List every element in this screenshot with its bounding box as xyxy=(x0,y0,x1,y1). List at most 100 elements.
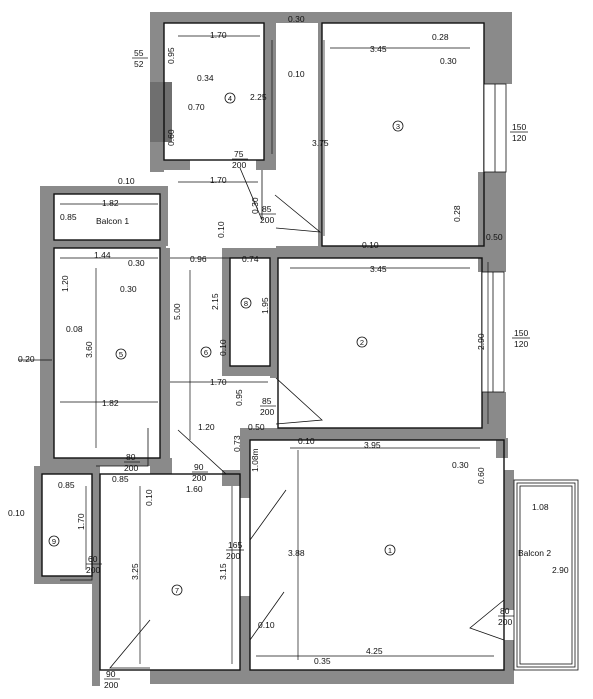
wall-7-top2 xyxy=(222,470,250,486)
dim-label: 3.60 xyxy=(84,341,94,358)
dim-label: 2.90 xyxy=(552,565,569,575)
dim-label: 0.28 xyxy=(432,32,449,42)
dim-label: 0.08 xyxy=(66,324,83,334)
svg-text:75: 75 xyxy=(234,149,244,159)
wall-8-left xyxy=(222,248,230,368)
balcon-1-label: Balcon 1 xyxy=(96,216,129,226)
wall-2-1 xyxy=(240,428,506,440)
svg-text:55: 55 xyxy=(134,48,144,58)
wall-1-right xyxy=(496,438,508,458)
wall-room4-bottom2 xyxy=(256,160,276,170)
wall-8-bottom xyxy=(222,366,278,376)
dim-label: 0.10 xyxy=(216,221,226,238)
dim-label: 1.70 xyxy=(210,377,227,387)
wall-8-right xyxy=(270,248,278,378)
door-balcon2 xyxy=(469,599,505,641)
room-marker-3: 3 xyxy=(392,120,404,132)
dim-label: 0.10 xyxy=(298,436,315,446)
svg-text:7: 7 xyxy=(175,586,179,595)
dim-label: 3.88 xyxy=(288,548,305,558)
svg-text:4: 4 xyxy=(228,94,232,103)
wall-9-top xyxy=(34,466,100,474)
svg-text:85: 85 xyxy=(262,396,272,406)
wall-1-right2 xyxy=(504,470,514,610)
dim-label: 0.10 xyxy=(144,489,154,506)
door-room9 xyxy=(60,530,93,581)
wall-4-3 xyxy=(264,23,276,168)
dimension-lines xyxy=(18,35,494,664)
dim-label: 1.82 xyxy=(102,398,119,408)
dim-label: 1.70 xyxy=(210,30,227,40)
wall-1-right3 xyxy=(504,640,514,680)
dim-label: 3.45 xyxy=(370,44,387,54)
dim-label: 0.10 xyxy=(118,176,135,186)
svg-text:200: 200 xyxy=(86,565,100,575)
dim-label: 2.15 xyxy=(210,293,220,310)
dim-label: 0.70 xyxy=(188,102,205,112)
wall-9-left xyxy=(34,466,42,584)
room-marker-6: 6 xyxy=(200,346,212,358)
room-marker-8: 8 xyxy=(240,297,252,309)
door-room5 xyxy=(96,428,149,467)
dim-label: 4.25 xyxy=(366,646,383,656)
room-marker-7: 7 xyxy=(171,584,183,596)
door-room4 xyxy=(239,167,263,221)
dim-label: 0.30 xyxy=(440,56,457,66)
windows xyxy=(481,83,507,393)
dim-label: 0.30 xyxy=(250,197,260,214)
dim-label: 1.20 xyxy=(60,275,70,292)
wall-1-left-upper xyxy=(240,428,250,498)
dim-label: 3.25 xyxy=(130,563,140,580)
room-marker-2: 2 xyxy=(356,336,368,348)
dim-label: 0.60 xyxy=(476,467,486,484)
dim-label: 3.15 xyxy=(218,563,228,580)
wall-bottom xyxy=(150,670,514,684)
dim-label: 0.85 xyxy=(60,212,77,222)
dim-label: 1.44 xyxy=(94,250,111,260)
svg-text:90: 90 xyxy=(194,462,204,472)
wall-3-2 xyxy=(276,246,484,258)
door-entrance xyxy=(109,619,151,669)
wall-right-upper xyxy=(484,12,512,84)
door-corridor xyxy=(176,429,228,475)
dim-label: 3.75 xyxy=(312,138,329,148)
dim-label: 1.08m xyxy=(250,448,260,472)
dim-label: 0.95 xyxy=(234,389,244,406)
svg-text:200: 200 xyxy=(226,551,240,561)
wall-5-right xyxy=(160,248,170,470)
wall-1-left-lower xyxy=(240,596,250,670)
svg-text:8: 8 xyxy=(244,299,248,308)
svg-text:200: 200 xyxy=(498,617,512,627)
dim-label: 1.60 xyxy=(186,484,203,494)
wall-room4-bottom xyxy=(150,160,190,170)
svg-text:3: 3 xyxy=(396,122,400,131)
svg-text:52: 52 xyxy=(134,59,144,69)
room-markers: 1 2 3 4 5 6 7 8 9 xyxy=(48,92,404,596)
dim-label: 0.20 xyxy=(18,354,35,364)
dim-label: 0.60 xyxy=(166,129,176,146)
dim-label: 0.50 xyxy=(486,232,503,242)
dim-label: 1.70 xyxy=(76,513,86,530)
dim-label: 1.20 xyxy=(198,422,215,432)
wall-balcon1-bottom xyxy=(40,240,166,248)
svg-text:80: 80 xyxy=(126,452,136,462)
door-room2 xyxy=(275,377,323,425)
room-marker-9: 9 xyxy=(48,535,60,547)
dim-label: 3.95 xyxy=(364,440,381,450)
svg-text:200: 200 xyxy=(124,463,138,473)
svg-text:165: 165 xyxy=(228,540,242,550)
svg-text:200: 200 xyxy=(232,160,246,170)
dim-label: 0.10 xyxy=(8,508,25,518)
svg-text:9: 9 xyxy=(52,537,56,546)
wall-room4-chimney xyxy=(150,82,172,142)
door-room7 xyxy=(249,489,287,600)
doors xyxy=(60,167,505,669)
svg-text:6: 6 xyxy=(204,348,208,357)
balcon-2-outline xyxy=(513,479,579,671)
